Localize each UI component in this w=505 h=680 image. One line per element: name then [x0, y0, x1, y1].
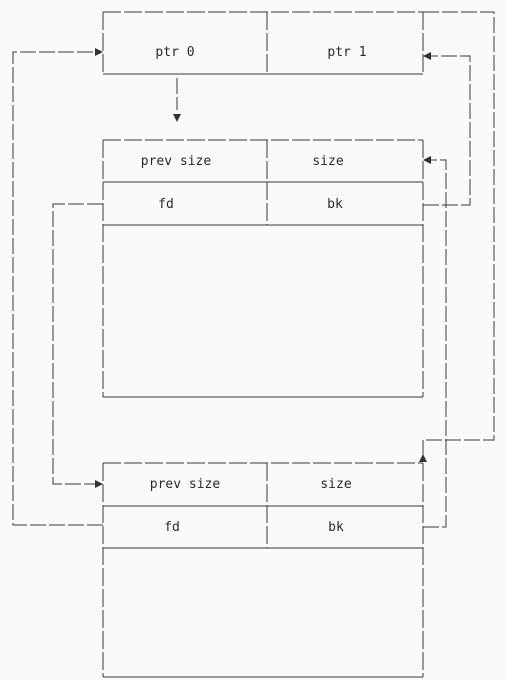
arrow-ptr0-to-chunk-a: [173, 78, 181, 122]
arrow-bk-b-path: [423, 159, 447, 528]
arrow-top-head: [419, 454, 427, 462]
arrow-top-path: [422, 11, 495, 462]
arrow-fd-a-path: [52, 203, 103, 485]
arrow-bk-b-head: [423, 156, 431, 164]
chunk-a-bk-label: bk: [327, 197, 343, 212]
arrow-fd-b-path: [12, 51, 103, 526]
chunk-b-fd-label: fd: [164, 520, 180, 535]
chunk-b-size-label: size: [320, 477, 351, 492]
chunk-b: prev size size fd bk: [102, 462, 424, 678]
arrow-chunk-b-bk-to-chunk-a-size: [423, 156, 447, 528]
ptr1-label: ptr 1: [327, 45, 366, 60]
chunk-b-bk-label: bk: [328, 520, 344, 535]
arrow-chunk-a-fd-to-chunk-b: [52, 203, 103, 488]
chunk-a: prev size size fd bk: [102, 139, 424, 398]
arrow-fd-b-head: [95, 48, 103, 56]
chunk-b-prev-size-label: prev size: [150, 477, 221, 492]
pointer-block: ptr 0 ptr 1: [102, 11, 424, 75]
chunk-a-prev-size-label: prev size: [141, 154, 212, 169]
arrow-bk-a-head: [423, 52, 431, 60]
chunk-a-fd-label: fd: [158, 197, 174, 212]
arrow-top-to-chunk-b: [419, 11, 495, 462]
ptr0-label: ptr 0: [155, 45, 194, 60]
arrow-fd-a-head: [95, 480, 103, 488]
arrow-ptr0-head: [173, 114, 181, 122]
chunk-a-size-label: size: [312, 154, 343, 169]
arrow-chunk-b-fd-to-ptr0: [12, 48, 103, 526]
